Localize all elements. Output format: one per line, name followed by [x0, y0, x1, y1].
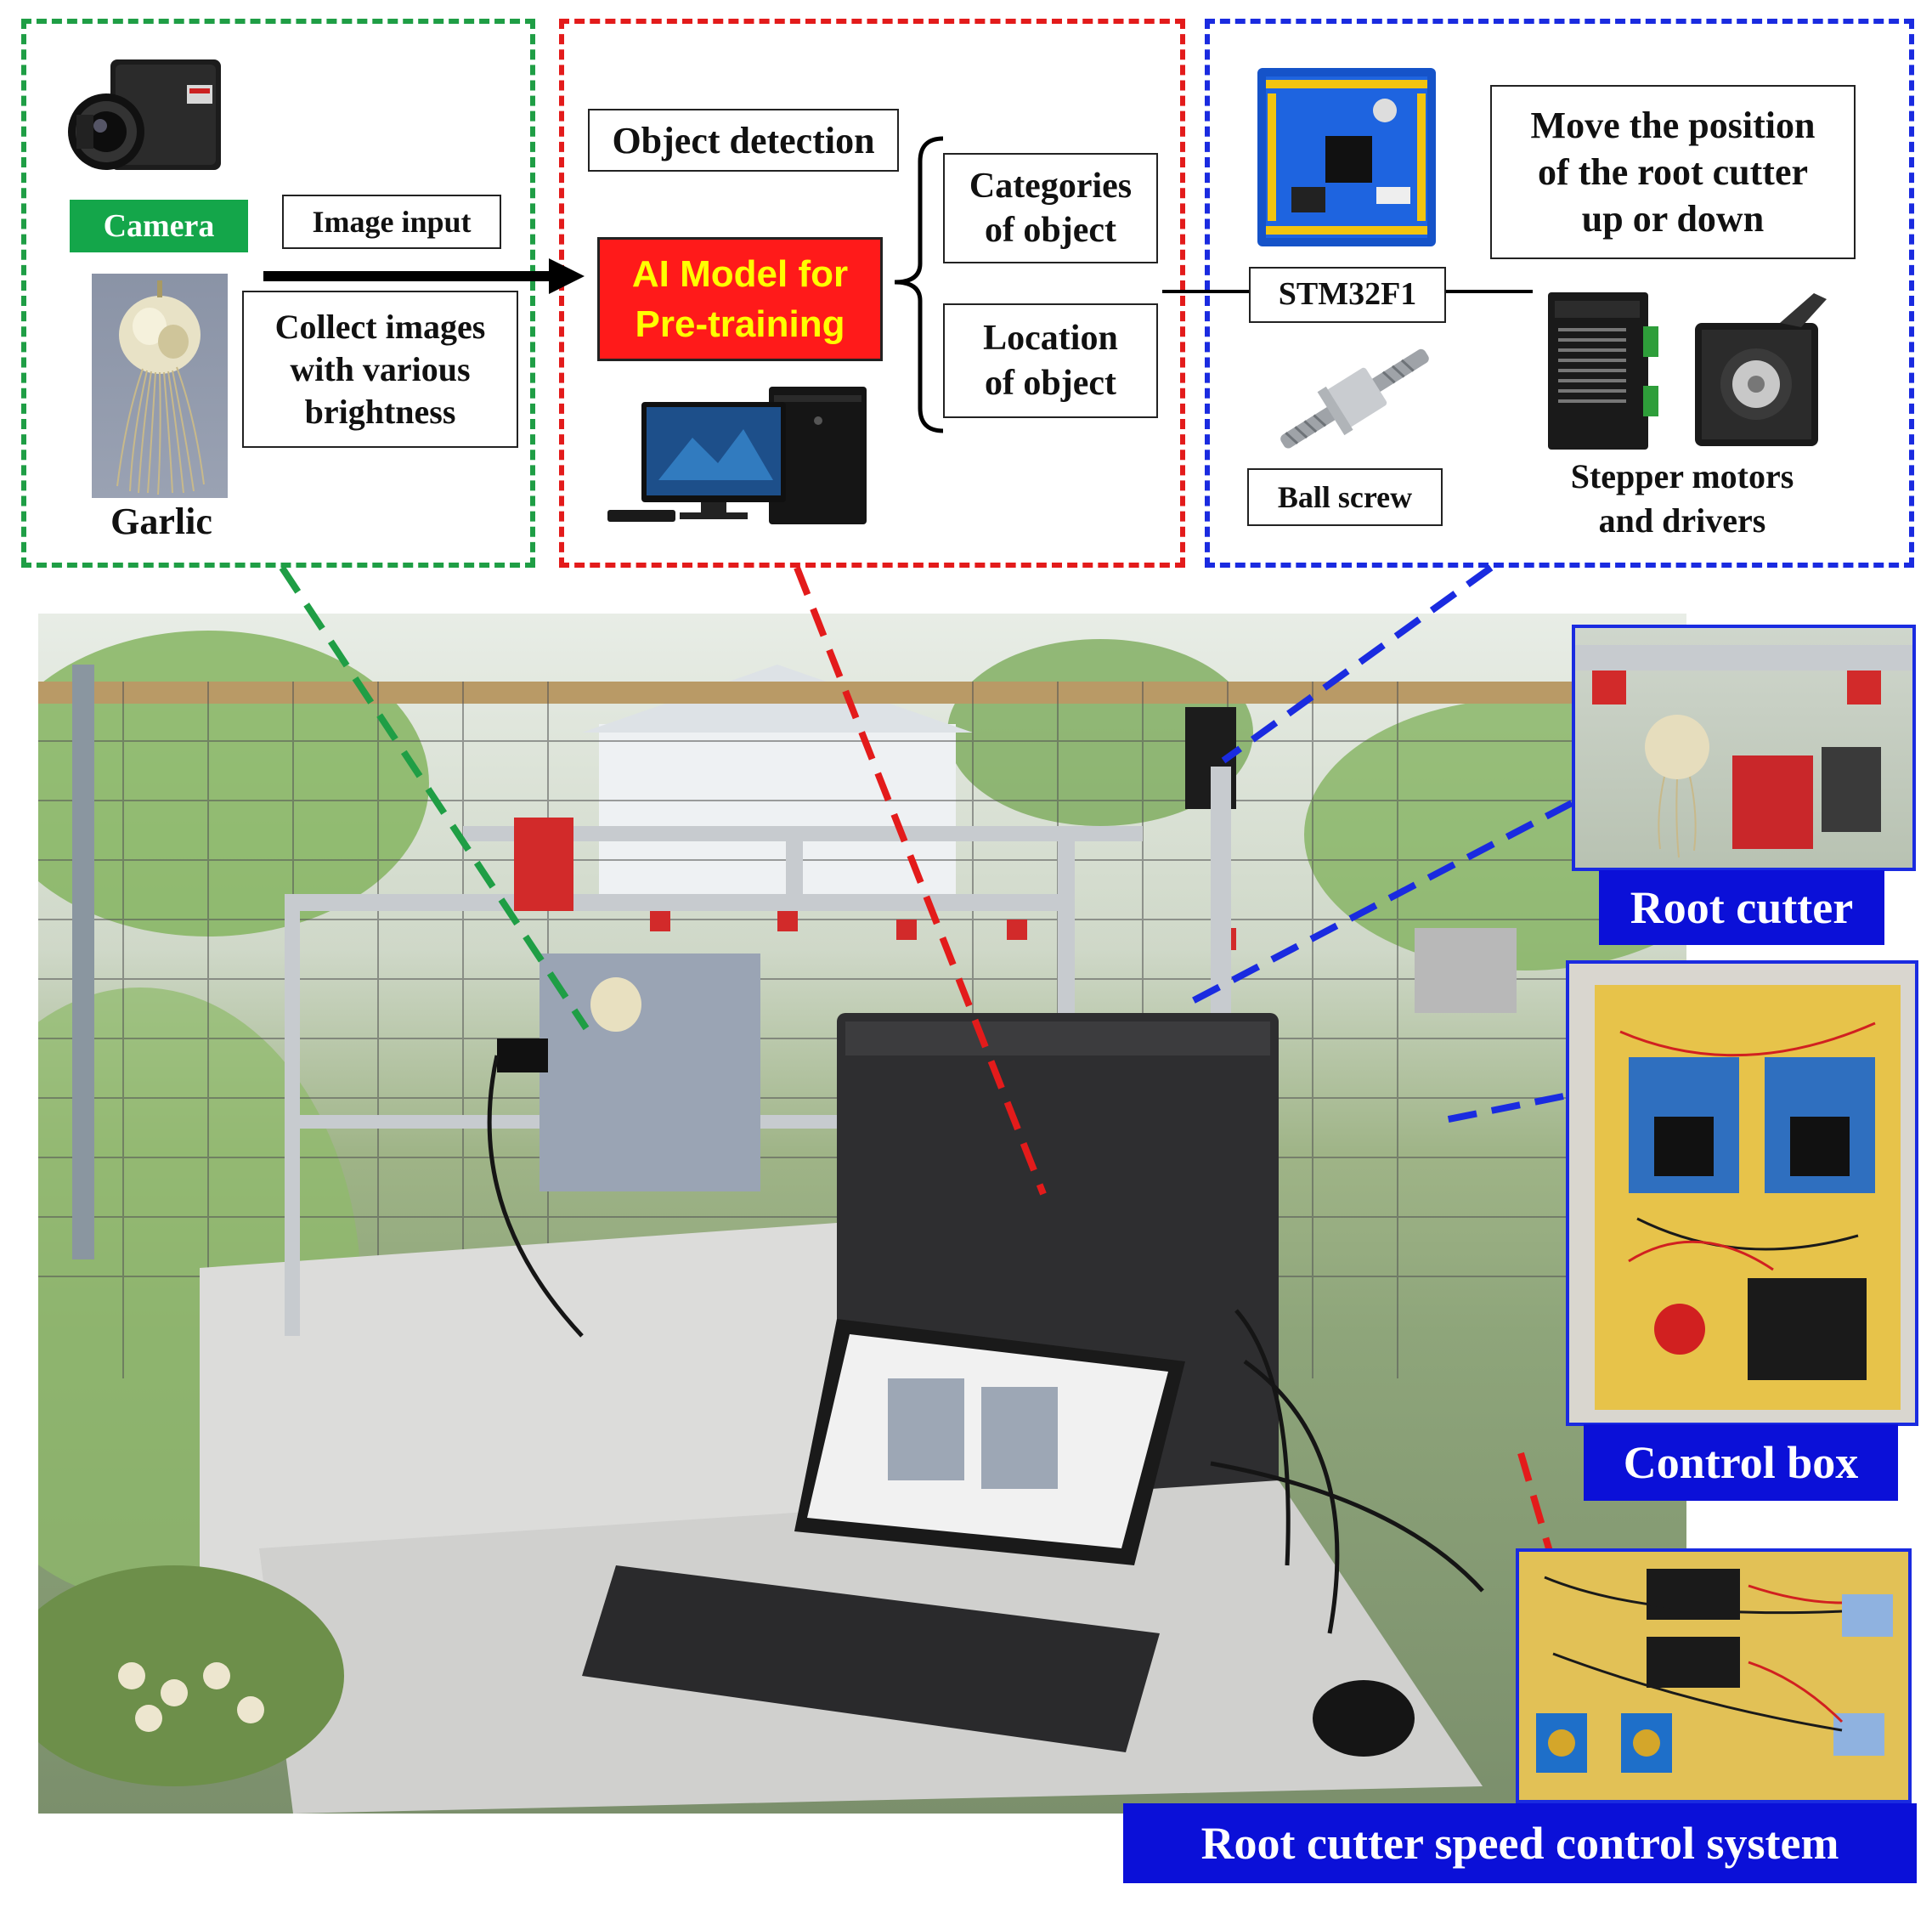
- stm32-label: STM32F1: [1249, 267, 1446, 323]
- ball-screw-label: Ball screw: [1247, 468, 1443, 526]
- garlic-label: Garlic: [110, 501, 212, 542]
- camera-label: Camera: [70, 200, 248, 252]
- object-detection-label: Object detection: [588, 109, 899, 172]
- image-input-arrow: [263, 258, 585, 294]
- stepper-motor-icon: [1695, 293, 1827, 446]
- camera-icon: [68, 59, 221, 170]
- ai-model-label: AI Model for Pre-training: [597, 237, 883, 361]
- root-cutter-photo: [1572, 625, 1916, 871]
- root-cutter-label: Root cutter: [1599, 870, 1884, 945]
- speed-control-photo: [1516, 1548, 1912, 1803]
- collect-images-label: Collect images with various brightness: [242, 291, 518, 448]
- speed-control-label: Root cutter speed control system: [1123, 1803, 1917, 1883]
- stepper-driver-icon: [1548, 292, 1658, 450]
- categories-label: Categories of object: [943, 153, 1158, 263]
- control-box-label: Control box: [1584, 1424, 1898, 1501]
- output-brace: [894, 136, 944, 433]
- image-input-label: Image input: [282, 195, 501, 249]
- image-acquisition-panel: [21, 19, 535, 568]
- computer-icon: [607, 387, 867, 524]
- stepper-label: Stepper motors and drivers: [1570, 457, 1794, 540]
- control-box-photo: [1566, 960, 1918, 1426]
- garlic-photo: [92, 274, 228, 498]
- location-label: Location of object: [943, 303, 1158, 418]
- field-setup-photo: [38, 614, 1686, 1814]
- move-position-label: Move the position of the root cutter up …: [1490, 85, 1856, 259]
- circuit-board-icon: [1257, 68, 1436, 246]
- ball-screw-icon: [1280, 348, 1429, 449]
